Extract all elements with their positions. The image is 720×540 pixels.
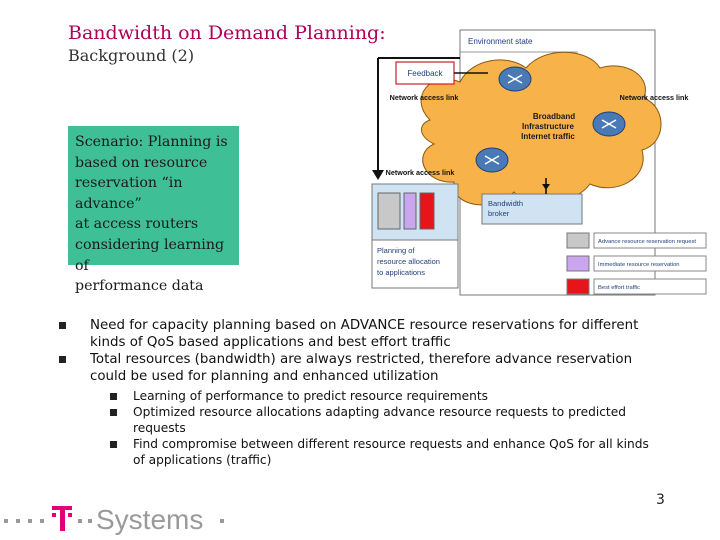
bullet-square-icon [59, 356, 66, 363]
network-access-link-label: Network access link [386, 168, 455, 177]
scenario-line: reservation “in advance” [75, 175, 183, 212]
planning-label-box [371, 239, 459, 289]
bandwidth-broker-panel [481, 193, 583, 225]
t-systems-logo: Systems [4, 504, 224, 535]
planning-label: Planning of [377, 246, 415, 255]
router-icon [498, 66, 532, 92]
advance-reservation-bar [377, 192, 401, 230]
sub-bullet-item: Optimized resource allocations adapting … [56, 404, 663, 436]
sub-bullet-text: Optimized resource allocations adapting … [133, 405, 626, 435]
cloud-label: Internet traffic [521, 132, 575, 141]
scenario-line: Scenario: Planning is [75, 134, 228, 150]
bullet-square-icon [110, 441, 117, 448]
scenario-line: at access routers [75, 216, 199, 233]
network-access-link-label: Network access link [390, 93, 459, 102]
sub-bullet-list: Learning of performance to predict resou… [56, 388, 666, 468]
legend-label-box [593, 255, 707, 272]
sub-bullet-text: Learning of performance to predict resou… [133, 389, 489, 403]
legend-label: Best effort traffic [598, 285, 640, 291]
legend-swatch [566, 232, 590, 249]
legend-label: Immediate resource reservation [598, 262, 680, 268]
legend: Advance resource reservation request Imm… [566, 232, 707, 295]
cloud-label: Infrastructure [522, 122, 575, 131]
page-number: 3 [656, 492, 665, 508]
bullet-square-icon [110, 393, 117, 400]
network-access-link-label: Network access link [620, 93, 689, 102]
legend-label: Advance resource reservation request [598, 239, 696, 245]
bullet-square-icon [59, 322, 66, 329]
immediate-reservation-bar [403, 192, 417, 230]
legend-label-box [593, 278, 707, 295]
bullet-item: Total resources (bandwidth) are always r… [56, 351, 666, 385]
legend-swatch [566, 278, 590, 295]
legend-swatch [566, 255, 590, 272]
svg-text:Systems: Systems [96, 504, 203, 535]
planning-label: resource allocation [377, 257, 440, 266]
cloud-label: Broadband [533, 112, 575, 121]
legend-label-box [593, 232, 707, 249]
bandwidth-broker-label: broker [488, 209, 510, 218]
planning-label: to applications [377, 268, 425, 277]
bullet-square-icon [110, 409, 117, 416]
slide-title: Bandwidth on Demand Planning: [68, 22, 386, 44]
scenario-box: Scenario: Planning is based on resource … [68, 126, 239, 294]
router-icon [592, 111, 626, 137]
scenario-line: considering learning of [75, 236, 225, 274]
slide-subtitle: Background (2) [68, 46, 195, 65]
bullet-item: Need for capacity planning based on ADVA… [56, 317, 666, 351]
network-diagram: Environment state Broadband Infrastructu… [371, 29, 707, 296]
bullet-text: Total resources (bandwidth) are always r… [90, 352, 633, 384]
sub-bullet-item: Learning of performance to predict resou… [56, 388, 666, 404]
scenario-line: based on resource [75, 154, 208, 171]
feedback-label: Feedback [407, 69, 443, 78]
bullet-text: Need for capacity planning based on ADVA… [90, 318, 639, 350]
sub-bullet-item: Find compromise between different resour… [56, 436, 653, 468]
bullet-list: Need for capacity planning based on ADVA… [56, 317, 666, 468]
scenario-line: performance data [75, 278, 204, 295]
best-effort-bar [419, 192, 435, 230]
router-icon [475, 147, 509, 173]
environment-state-label: Environment state [468, 37, 533, 46]
bandwidth-broker-label: Bandwidth [488, 199, 523, 208]
sub-bullet-text: Find compromise between different resour… [133, 437, 649, 467]
